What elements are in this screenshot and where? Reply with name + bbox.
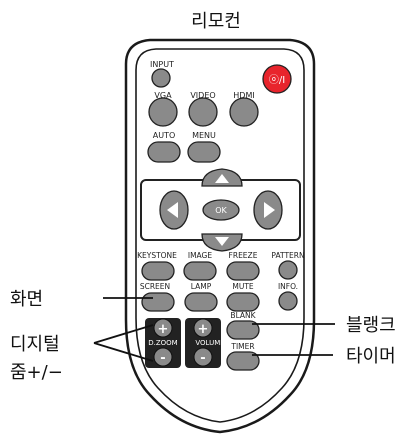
power-label: ⓞ/I — [269, 74, 285, 86]
video-label: VIDEO — [190, 91, 215, 100]
volume-plus-button[interactable] — [193, 318, 213, 338]
vga-button[interactable] — [148, 97, 178, 127]
dzoom-rocker: + D.ZOOM - — [145, 318, 181, 368]
input-label: INPUT — [150, 60, 174, 69]
dzoom-callout-line-upper — [93, 324, 154, 344]
volume-plus-icon: + — [198, 322, 209, 337]
timer-label: TIMER — [230, 342, 254, 351]
info-label: INFO. — [278, 282, 298, 291]
dzoom-label: D.ZOOM — [148, 339, 177, 347]
blank-callout: 블랭크 — [346, 315, 396, 336]
freeze-label: FREEZE — [229, 251, 258, 260]
diagram-title: 리모컨 — [191, 11, 241, 32]
dzoom-plus-icon: + — [158, 322, 169, 337]
digital-zoom-callout-line1: 디지털 — [10, 334, 60, 355]
image-label: IMAGE — [188, 251, 212, 260]
menu-label: MENU — [192, 131, 216, 140]
video-button[interactable] — [188, 97, 218, 127]
down-arrow-icon — [215, 237, 229, 246]
dzoom-plus-button[interactable] — [153, 318, 173, 338]
volume-minus-icon: - — [200, 351, 205, 366]
mute-label: MUTE — [232, 282, 254, 291]
lamp-label: LAMP — [191, 282, 212, 291]
freeze-button[interactable] — [226, 261, 260, 281]
screen-button[interactable] — [141, 292, 175, 312]
volume-label: VOLUME — [195, 339, 224, 347]
auto-button[interactable] — [147, 141, 181, 163]
digital-zoom-callout-line2: 줌+/− — [10, 362, 63, 383]
up-arrow-icon — [215, 174, 229, 183]
blank-button[interactable] — [226, 320, 260, 340]
lamp-button[interactable] — [184, 292, 218, 312]
hdmi-label: HDMI — [233, 91, 254, 100]
callout-lines — [93, 297, 335, 362]
dpad: OK — [140, 168, 301, 252]
ok-label: OK — [215, 206, 227, 215]
right-arrow-icon — [264, 202, 275, 218]
auto-label: AUTO — [153, 131, 176, 140]
power-button[interactable] — [262, 64, 292, 94]
dzoom-callout-line-lower — [93, 342, 154, 362]
screen-label: SCREEN — [140, 282, 170, 291]
screen-callout: 화면 — [10, 289, 43, 310]
dzoom-minus-button[interactable] — [153, 347, 173, 367]
pattern-label: PATTERN — [271, 251, 304, 260]
left-arrow-icon — [167, 202, 178, 218]
volume-rocker: + VOLUME - — [185, 318, 225, 368]
menu-button[interactable] — [187, 141, 221, 163]
dzoom-minus-icon: - — [160, 351, 165, 366]
info-button[interactable] — [278, 291, 298, 311]
image-button[interactable] — [183, 261, 217, 281]
blank-label: BLANK — [230, 311, 256, 320]
hdmi-button[interactable] — [229, 97, 259, 127]
vga-label: VGA — [154, 91, 172, 100]
pattern-button[interactable] — [278, 260, 298, 280]
ok-button[interactable] — [202, 199, 240, 221]
volume-minus-button[interactable] — [193, 347, 213, 367]
keystone-label: KEYSTONE — [137, 251, 177, 260]
keystone-button[interactable] — [141, 261, 175, 281]
timer-callout: 타이머 — [346, 346, 396, 367]
input-button[interactable] — [151, 68, 171, 88]
mute-button[interactable] — [226, 292, 260, 312]
timer-button[interactable] — [226, 351, 260, 371]
